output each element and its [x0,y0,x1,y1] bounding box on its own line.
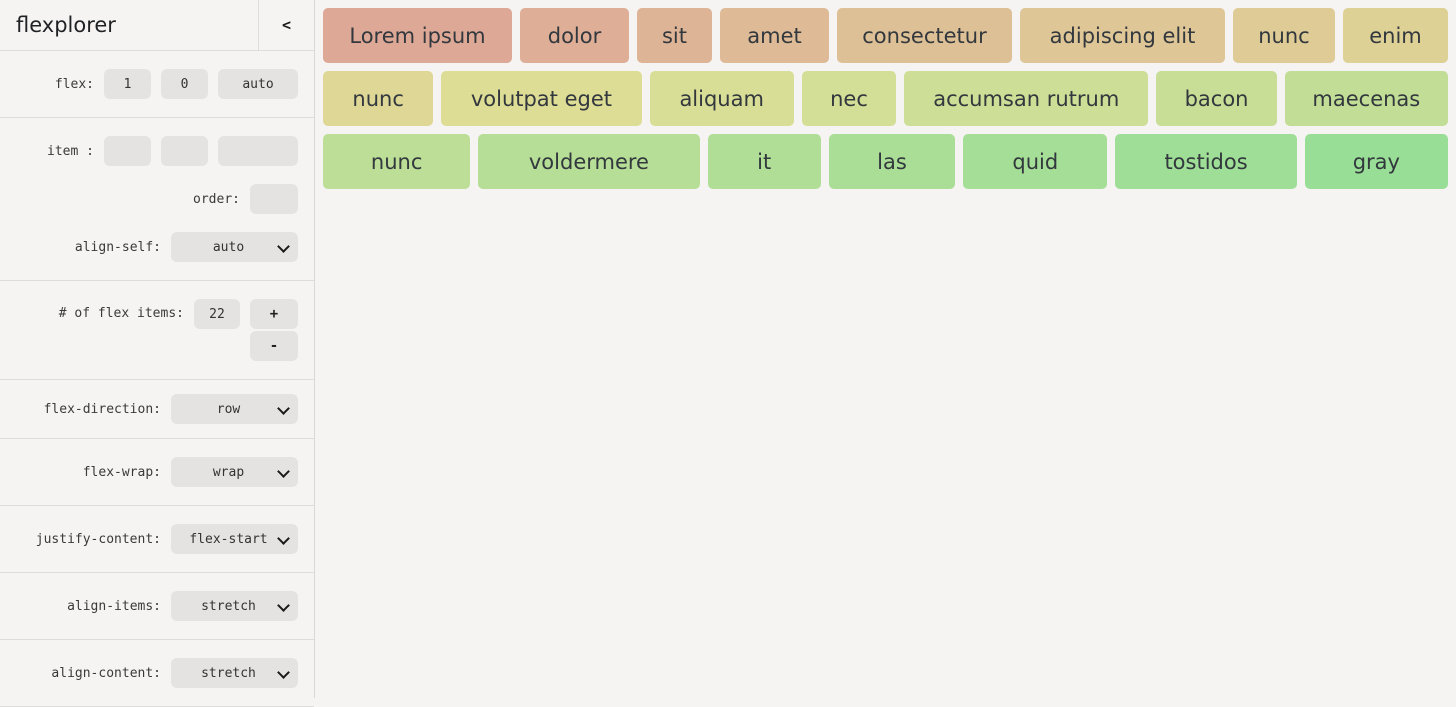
add-item-button[interactable]: + [250,299,298,329]
align-content-row: align-content: stretch [0,658,314,688]
flex-wrap-row: flex-wrap: wrap [0,457,314,487]
align-items-row: align-items: stretch [0,591,314,621]
align-content-label: align-content: [51,665,161,681]
flex-item[interactable]: amet [720,8,829,63]
flex-shorthand-row: flex: [0,69,314,99]
sidebar-header: flexplorer < [0,0,314,51]
flex-wrap-label: flex-wrap: [82,464,161,480]
flex-wrap-select[interactable]: wrap [171,457,298,487]
flex-direction-row: flex-direction: row [0,394,314,424]
section-justify-content: justify-content: flex-start [0,506,314,573]
flex-item[interactable]: consectetur [837,8,1012,63]
flex-item[interactable]: voldermere [478,134,700,189]
section-item: item : order: align-self: auto [0,118,314,281]
align-content-select[interactable]: stretch [171,658,298,688]
justify-content-select[interactable]: flex-start [171,524,298,554]
order-input[interactable] [250,184,298,214]
section-flex-wrap: flex-wrap: wrap [0,439,314,506]
align-self-select[interactable]: auto [171,232,298,262]
flex-item[interactable]: maecenas [1284,71,1448,126]
section-count: # of flex items: + - [0,281,314,380]
flex-item[interactable]: tostidos [1115,134,1297,189]
sidebar: flexplorer < flex: item : order: [0,0,315,707]
flex-items-count-input[interactable] [194,299,240,329]
flex-item[interactable]: Lorem ipsum [323,8,512,63]
item-basis-input[interactable] [218,136,298,166]
chevron-left-icon: < [281,16,292,34]
flex-item[interactable]: aliquam [649,71,794,126]
flex-item[interactable]: accumsan rutrum [904,71,1149,126]
flex-item[interactable]: quid [963,134,1108,189]
flex-item[interactable]: nunc [1233,8,1335,63]
flex-item[interactable]: volutpat eget [441,71,642,126]
flex-shrink-input[interactable] [161,69,208,99]
sidebar-collapse-button[interactable]: < [258,0,314,50]
section-align-content: align-content: stretch [0,640,314,707]
align-items-select[interactable]: stretch [171,591,298,621]
flex-item[interactable]: dolor [520,8,629,63]
flex-item[interactable]: it [707,134,821,189]
align-self-row: align-self: auto [0,232,314,262]
flex-item[interactable]: adipiscing elit [1020,8,1225,63]
flex-item[interactable]: nunc [323,71,434,126]
flex-items-count-label: # of flex items: [58,306,184,321]
flex-direction-select[interactable]: row [171,394,298,424]
flex-item[interactable]: enim [1343,8,1448,63]
flex-label: flex: [54,76,94,92]
order-row: order: [0,184,314,214]
flex-item[interactable]: sit [637,8,712,63]
section-flex-direction: flex-direction: row [0,380,314,439]
flex-basis-input[interactable] [218,69,298,99]
remove-item-button[interactable]: - [250,331,298,361]
section-align-items: align-items: stretch [0,573,314,640]
flex-item[interactable]: nec [801,71,897,126]
justify-content-label: justify-content: [35,531,161,547]
flex-direction-label: flex-direction: [43,401,161,417]
justify-content-row: justify-content: flex-start [0,524,314,554]
app-title: flexplorer [16,13,116,37]
flex-item[interactable]: nunc [323,134,471,189]
order-label: order: [193,191,240,207]
item-flex-row: item : [0,136,314,166]
section-flex: flex: [0,51,314,118]
item-shrink-input[interactable] [161,136,208,166]
count-stepper: + - [250,299,298,361]
flex-item[interactable]: las [828,134,956,189]
flex-grow-input[interactable] [104,69,151,99]
flex-item[interactable]: gray [1304,134,1448,189]
flex-items-count-row: # of flex items: + - [0,299,314,361]
align-self-label: align-self: [74,239,161,255]
flex-item[interactable]: bacon [1156,71,1277,126]
item-grow-input[interactable] [104,136,151,166]
align-items-label: align-items: [67,598,161,614]
item-label: item : [47,143,94,159]
